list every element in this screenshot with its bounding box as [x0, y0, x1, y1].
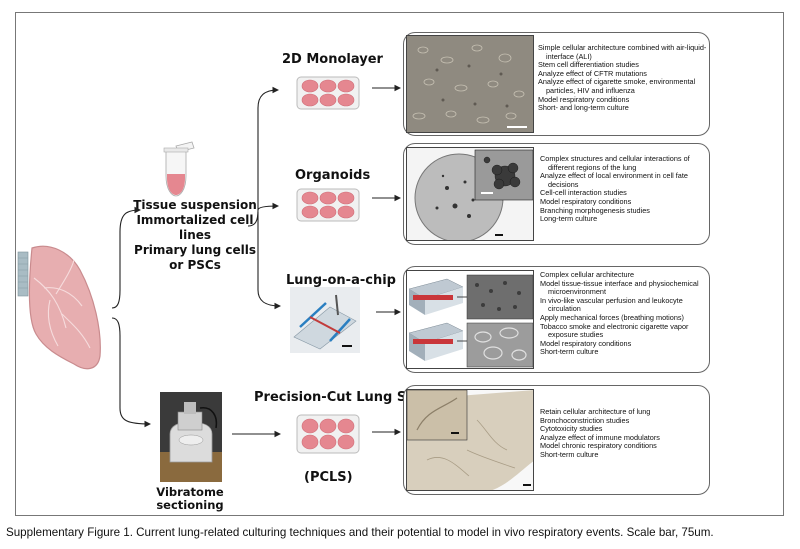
bullet-item: Apply mechanical forces (breathing motio… — [540, 312, 684, 322]
pcls-micrograph — [406, 389, 534, 491]
title-organoids: Organoids — [295, 168, 371, 183]
bullets-organoids: Complex structures and cellular interact… — [540, 154, 705, 224]
bullet-item: Short- and long-term culture — [538, 103, 629, 113]
bullet-item: Short-term culture — [540, 347, 599, 357]
bullets-2d-monolayer: Simple cellular architecture combined wi… — [538, 43, 708, 113]
bullet-item: Long-term culture — [540, 214, 598, 224]
lung-illustration — [17, 245, 101, 370]
source-line-3: Primary lung cells — [134, 243, 256, 257]
bullet-item: Model respiratory conditions — [538, 94, 630, 104]
monolayer-micrograph — [406, 35, 534, 133]
vibratome-line-2: sectioning — [156, 498, 224, 512]
well-plate-icon — [296, 188, 360, 222]
vibratome-photo — [160, 392, 222, 482]
bullet-item: Analyze effect of cigarette smoke, envir… — [538, 77, 696, 95]
bullets-lung-on-a-chip: Complex cellular architecture Model tiss… — [540, 270, 708, 357]
source-line-2: Immortalized cell lines — [136, 213, 254, 242]
bullet-item: Analyze effect of CFTR mutations — [538, 68, 647, 78]
bullet-item: In vivo-like vascular perfusion and leuk… — [540, 295, 683, 314]
cell-sources-text: Tissue suspension Immortalized cell line… — [120, 198, 270, 273]
vibratome-line-1: Vibratome — [156, 485, 224, 499]
title-2d-monolayer: 2D Monolayer — [282, 52, 383, 67]
bullet-item: Tobacco smoke and electronic cigarette v… — [540, 321, 689, 340]
bullet-item: Cell-cell interaction studies — [540, 188, 627, 198]
well-plate-icon — [296, 76, 360, 110]
title-lung-on-a-chip: Lung-on-a-chip — [286, 273, 396, 288]
bullet-item: Model chronic respiratory conditions — [540, 441, 657, 451]
vibratome-label: Vibratome sectioning — [140, 486, 240, 512]
test-tube-icon — [163, 141, 195, 197]
bullet-item: Model respiratory conditions — [540, 196, 632, 206]
bullet-item: Analyze effect of immune modulators — [540, 432, 660, 442]
bullet-item: Model respiratory conditions — [540, 338, 632, 348]
bullet-item: Cytotoxicity studies — [540, 424, 603, 434]
bullet-item: Bronchoconstriction studies — [540, 415, 630, 425]
source-line-1: Tissue suspension — [133, 198, 257, 212]
bullet-item: Complex structures and cellular interact… — [540, 154, 690, 172]
organoid-micrograph — [406, 147, 534, 241]
bullet-item: Simple cellular architecture combined wi… — [538, 43, 707, 61]
bullet-item: Branching morphogenesis studies — [540, 205, 650, 215]
bullet-item: Analyze effect of local environment in c… — [540, 171, 688, 189]
bullet-item: Short-term culture — [540, 449, 599, 459]
well-plate-icon — [296, 414, 360, 454]
lung-chip-photo — [290, 287, 360, 353]
figure-frame — [15, 12, 784, 516]
chip-schematic-micrograph — [406, 270, 534, 369]
bullet-item: Stem cell differentiation studies — [538, 60, 639, 70]
figure-caption: Supplementary Figure 1. Current lung-rel… — [6, 526, 714, 539]
source-line-4: or PSCs — [169, 258, 221, 272]
bullet-item: Model tissue-tissue interface and physio… — [540, 278, 699, 297]
bullets-pcls: Retain cellular architecture of lung Bro… — [540, 407, 705, 460]
bullet-item: Complex cellular architecture — [540, 270, 635, 279]
title-pcls: Precision-Cut Lung Slices — [254, 390, 440, 405]
bullet-item: Retain cellular architecture of lung — [540, 407, 651, 416]
subtitle-pcls: (PCLS) — [304, 470, 353, 485]
